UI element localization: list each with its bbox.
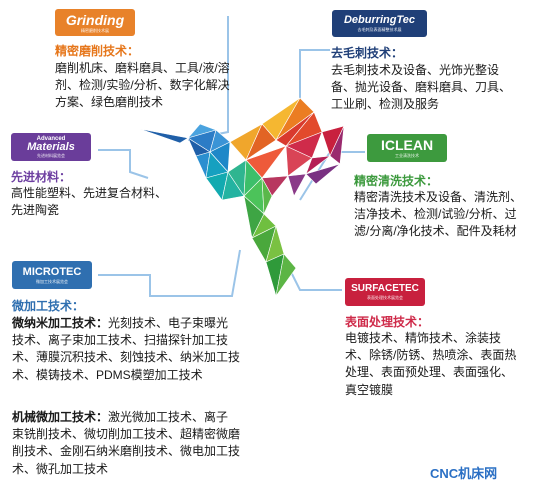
microtec-nano-text: 光刻技术、电子束曝光技术、离子束加工技术、扫描探针加工技术、薄膜沉积技术、刻蚀技… [12, 316, 241, 382]
clean-logo: ICLEAN 工业清洗技术 [367, 134, 447, 162]
site-brand: CNC机床网 [430, 466, 498, 481]
surface-logo-subtitle: 表面处理技术展览会 [367, 295, 403, 300]
deburring-body: 去毛刺技术及设备、光饰光整设备、抛光设备、磨料磨具、刀具、工业刷、检测及服务 [331, 63, 512, 112]
clean-body: 精密清洗技术及设备、清洗剂、洁净技术、检测/试验/分析、过滤/分离/净化技术、配… [354, 190, 523, 239]
microtec-mech-label: 机械微加工技术： [12, 410, 109, 424]
microtec-mech-text: 激光微加工技术、离子束铣削技术、微切削加工技术、超精密微磨削技术、金刚石纳米磨削… [12, 410, 241, 476]
surface-body: 电镀技术、精饰技术、涂装技术、除锈/防锈、热喷涂、表面热处理、表面预处理、表面强… [345, 331, 517, 397]
grinding-logo-subtitle: 精密磨削技术展 [81, 27, 109, 33]
grinding-body: 磨削机床、磨料磨具、工具/液/溶剂、检测/实验/分析、数字化解决方案、绿色磨削技… [55, 61, 230, 110]
microtec-logo: MICROTEC 微加工技术展览会 [12, 261, 92, 289]
surface-logo-text: SURFACETEC [351, 283, 419, 294]
materials-title: 先进材料： [11, 170, 72, 184]
microtec-title: 微加工技术： [12, 299, 85, 313]
grinding-logo-text: Grinding [65, 11, 125, 28]
grinding-title: 精密磨削技术： [55, 44, 140, 58]
materials-logo: Advanced Materials 先进材料展览会 [11, 133, 91, 161]
grinding-logo: Grinding 精密磨削技术展 [55, 9, 135, 36]
microtec-logo-subtitle: 微加工技术展览会 [36, 278, 68, 284]
connector-materials [98, 149, 149, 179]
surface-title: 表面处理技术： [345, 315, 430, 329]
microtec-logo-text: MICROTEC [22, 265, 82, 278]
surface-logo: SURFACETEC 表面处理技术展览会 [345, 278, 425, 306]
clean-logo-subtitle: 工业清洗技术 [395, 153, 419, 158]
deburring-logo-subtitle: 去毛刺及表面精整技术展 [357, 27, 402, 32]
deburring-logo: DeburringTec 去毛刺及表面精整技术展 [332, 10, 427, 37]
microtec-nano-label: 微纳米加工技术： [12, 316, 109, 330]
microtec-mech-section: 机械微加工技术：激光微加工技术、离子束铣削技术、微切削加工技术、超精密微磨削技术… [12, 409, 240, 478]
deburring-logo-text: DeburringTec [343, 14, 416, 26]
clean-title: 精密清洗技术： [354, 174, 439, 188]
microtec-nano-section: 微纳米加工技术：光刻技术、电子束曝光技术、离子束加工技术、扫描探针加工技术、薄膜… [12, 315, 240, 384]
materials-logo-subtitle: 先进材料展览会 [37, 153, 65, 158]
connector-surface [289, 269, 342, 291]
materials-body: 高性能塑料、先进复合材料、先进陶瓷 [11, 186, 168, 218]
hummingbird-illustration [139, 97, 345, 297]
materials-logo-line2: Materials [27, 141, 75, 153]
deburring-title: 去毛刺技术： [331, 46, 404, 60]
connector-microtec [98, 249, 241, 297]
materials-logo-line1: Advanced [36, 136, 66, 142]
clean-logo-text: ICLEAN [380, 137, 434, 153]
